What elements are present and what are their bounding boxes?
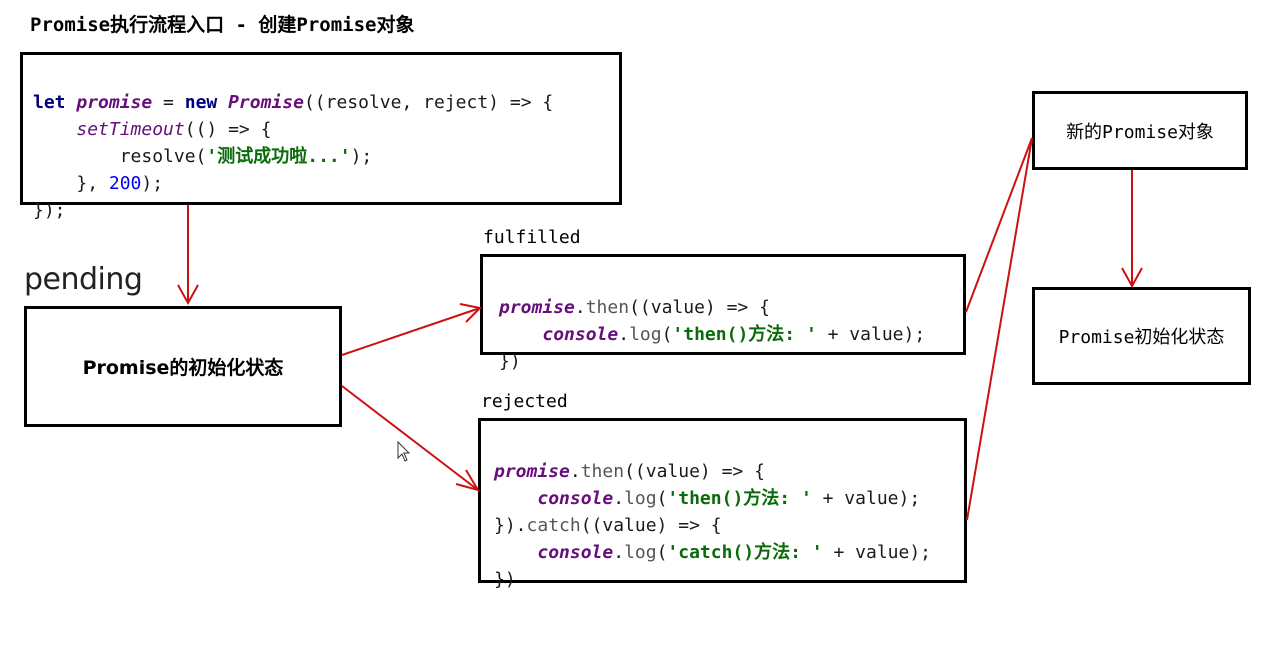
diagram-title: Promise执行流程入口 - 创建Promise对象 — [30, 14, 415, 36]
fulfilled-line-3: }) — [499, 351, 521, 372]
rejected-code: promise.then((value) => { console.log('t… — [494, 431, 931, 647]
init-state-text: Promise的初始化状态 — [82, 357, 284, 379]
fulfilled-code-box: promise.then((value) => { console.log('t… — [480, 254, 966, 372]
rejected-line-1: promise.then((value) => { — [494, 458, 931, 485]
fn-settimeout: setTimeout — [76, 119, 185, 140]
method-then: then — [580, 461, 625, 482]
fulfilled-line-1: promise.then((value) => { — [499, 294, 925, 321]
line-fulfilled-to-new — [965, 137, 1033, 313]
rejected-line-3: }).catch((value) => { — [494, 512, 931, 539]
rejected-line-5: }) — [494, 569, 516, 590]
executor-params: ((resolve, reject) => { — [303, 92, 554, 113]
code-line-1: let promise = new Promise((resolve, reje… — [33, 89, 553, 116]
timeout-end: ); — [141, 173, 164, 194]
class-promise: Promise — [228, 92, 304, 113]
method-log: log — [624, 542, 657, 563]
arrowhead-init-to-rejected — [455, 469, 481, 492]
var-promise: promise — [499, 297, 575, 318]
obj-console: console — [542, 324, 619, 345]
rejected-code-box: promise.then((value) => { console.log('t… — [478, 418, 967, 590]
arrowhead-init-to-fulfilled — [459, 303, 483, 323]
arrow-init-to-fulfilled — [341, 307, 481, 356]
settimeout-args: (() => { — [184, 119, 272, 140]
var-promise: promise — [76, 92, 153, 113]
then-string: 'then()方法: ' — [672, 324, 817, 345]
line-rejected-to-new — [966, 137, 1033, 521]
keyword-new: new — [184, 92, 218, 113]
resolve-string: '测试成功啦...' — [206, 146, 351, 167]
log-rest: + value); — [822, 542, 932, 563]
code-line-4: }, 200); — [33, 170, 553, 197]
rejected-line-2: console.log('then()方法: ' + value); — [494, 485, 931, 512]
dot: . — [613, 488, 625, 509]
arrowhead-new-to-init — [1121, 267, 1143, 289]
obj-console: console — [537, 488, 614, 509]
method-catch: catch — [526, 515, 581, 536]
paren: ( — [656, 488, 668, 509]
then-string: 'then()方法: ' — [667, 488, 812, 509]
var-promise: promise — [494, 461, 570, 482]
obj-console: console — [537, 542, 614, 563]
keyword-let: let — [33, 92, 66, 113]
new-promise-box: 新的Promise对象 — [1032, 91, 1248, 170]
log-rest: + value); — [816, 324, 926, 345]
assign-op: = — [152, 92, 185, 113]
connector-arrows — [177, 137, 1143, 521]
method-log: log — [629, 324, 662, 345]
arrowhead-create-to-init — [177, 284, 199, 306]
create-promise-code: let promise = new Promise((resolve, reje… — [33, 62, 553, 278]
resolve-close: ); — [350, 146, 373, 167]
resolve-call: resolve( — [119, 146, 207, 167]
then-args: ((value) => { — [624, 461, 765, 482]
dot: . — [613, 542, 625, 563]
mouse-cursor-icon — [397, 440, 411, 462]
paren: ( — [661, 324, 673, 345]
dot: . — [569, 461, 581, 482]
new-promise-text: 新的Promise对象 — [1066, 121, 1214, 143]
fulfilled-code: promise.then((value) => { console.log('t… — [499, 267, 925, 429]
rejected-line-4: console.log('catch()方法: ' + value); — [494, 539, 931, 566]
catch-string: 'catch()方法: ' — [667, 542, 823, 563]
timeout-close: }, — [76, 173, 109, 194]
dot: . — [618, 324, 630, 345]
log-rest: + value); — [811, 488, 921, 509]
method-log: log — [624, 488, 657, 509]
code-line-3: resolve('测试成功啦...'); — [33, 143, 553, 170]
dot: . — [574, 297, 586, 318]
fulfilled-line-2: console.log('then()方法: ' + value); — [499, 321, 925, 348]
catch-args: ((value) => { — [580, 515, 722, 536]
paren: ( — [656, 542, 668, 563]
fulfilled-label: fulfilled — [483, 227, 581, 248]
promise-init-text: Promise初始化状态 — [1058, 327, 1225, 348]
create-promise-code-box: let promise = new Promise((resolve, reje… — [20, 52, 622, 221]
code-line-2: setTimeout(() => { — [33, 116, 553, 143]
promise-init-box: Promise初始化状态 — [1032, 287, 1251, 385]
then-args: ((value) => { — [629, 297, 770, 318]
code-line-5: }); — [33, 200, 66, 221]
timeout-delay: 200 — [108, 173, 142, 194]
arrow-init-to-rejected — [341, 385, 479, 491]
method-then: then — [585, 297, 630, 318]
pending-label: pending — [24, 262, 143, 297]
then-close: }). — [494, 515, 527, 536]
rejected-label: rejected — [481, 391, 568, 412]
init-state-box: Promise的初始化状态 — [24, 306, 342, 427]
